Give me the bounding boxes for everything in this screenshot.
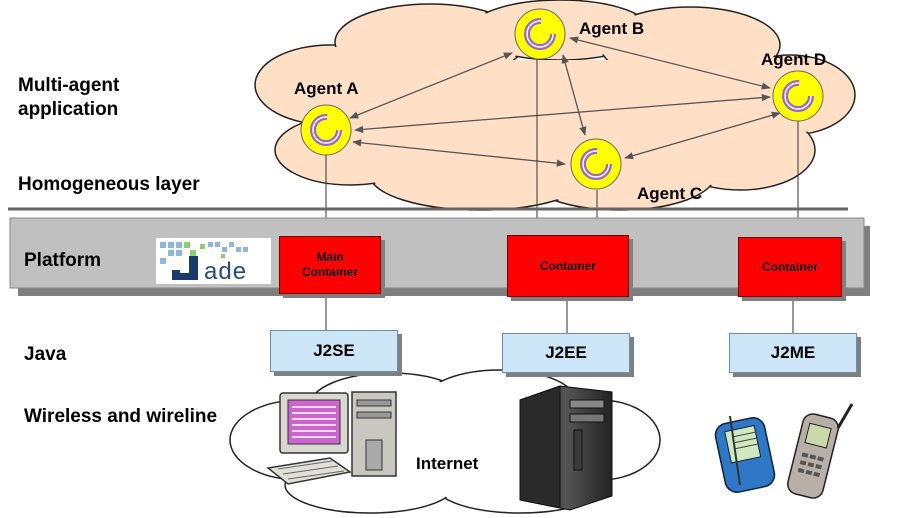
- jade-logo: ade: [156, 238, 271, 285]
- homogeneous-layer-label: Homogeneous layer: [18, 174, 200, 195]
- j2ee-box: J2EE: [502, 333, 630, 373]
- link-b-c: [561, 54, 587, 136]
- container-box-right: Container: [738, 237, 842, 297]
- link-b-d: [569, 36, 771, 90]
- platform-label: Platform: [24, 250, 102, 271]
- agent-a-icon: [300, 104, 352, 156]
- mobile-phone-icon: [786, 403, 854, 499]
- agent-links: [349, 36, 781, 167]
- svg-text:ade: ade: [204, 258, 247, 285]
- internet-label: Internet: [416, 454, 479, 473]
- j2me-box: J2ME: [729, 333, 857, 373]
- pda-icon: [714, 415, 776, 493]
- agent-b-icon: [514, 8, 566, 60]
- link-c-d: [624, 111, 781, 160]
- main-container-box: Main Container: [279, 236, 381, 294]
- agent-b-label: Agent B: [579, 19, 645, 38]
- agent-d-icon: [772, 70, 824, 122]
- agent-c-label: Agent C: [637, 184, 703, 203]
- wireless-wireline-label: Wireless and wireline: [24, 406, 218, 427]
- agent-d-label: Agent D: [761, 50, 827, 69]
- container-box-middle: Container: [507, 235, 629, 297]
- agent-c-icon: [570, 138, 622, 190]
- platform-bar: [9, 217, 865, 289]
- link-a-c: [352, 139, 566, 167]
- java-label: Java: [24, 344, 67, 365]
- agent-a-label: Agent A: [294, 79, 359, 98]
- multi-agent-application-label: Multi-agent application: [18, 75, 120, 120]
- j2se-box: J2SE: [270, 330, 398, 372]
- server-icon: [519, 385, 613, 511]
- desktop-computer-icon: [266, 391, 397, 485]
